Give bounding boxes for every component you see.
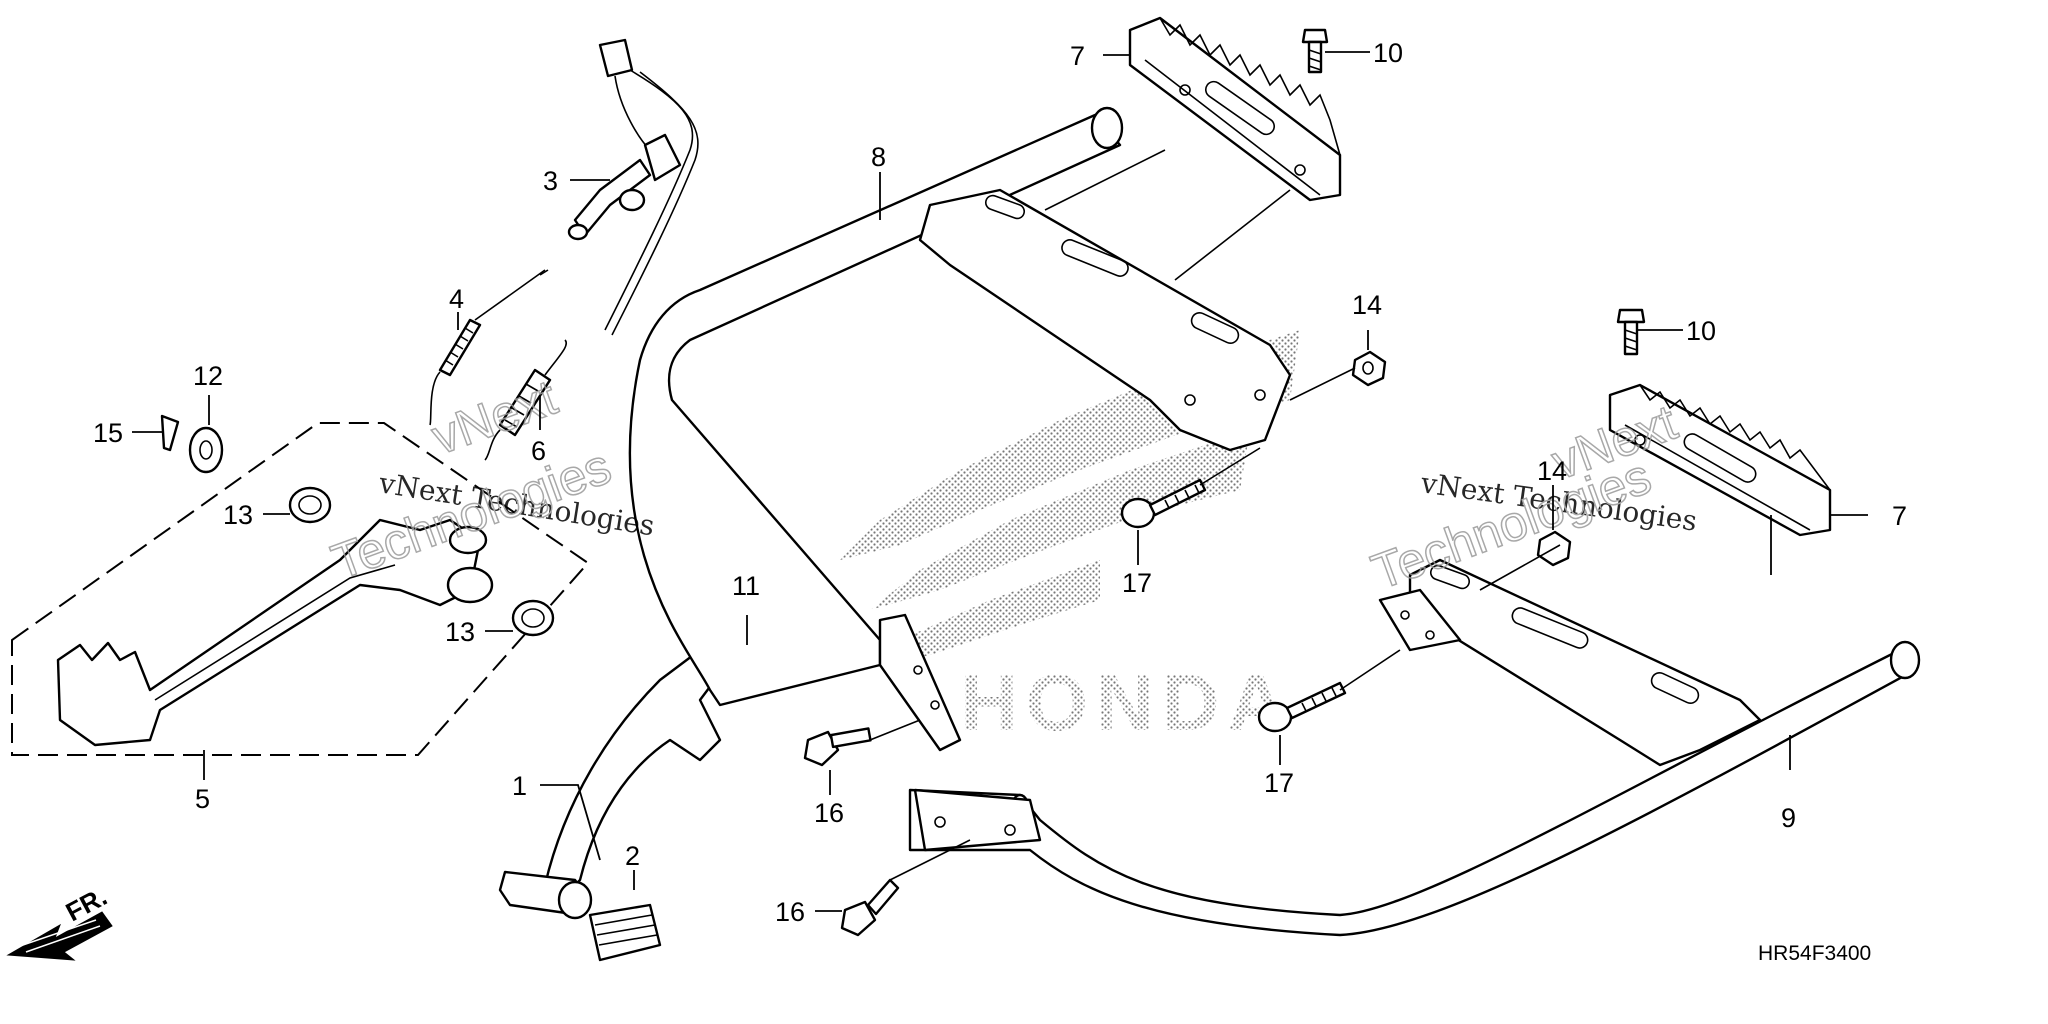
- bolt-17-top: [1120, 478, 1207, 529]
- callout-4: 4: [449, 284, 464, 314]
- callout-15: 15: [93, 418, 123, 448]
- callout-3: 3: [543, 166, 558, 196]
- assembly-guide-lines: [869, 149, 1561, 881]
- honda-wordmark: HONDA: [960, 658, 1293, 747]
- bolt-16-bottom: [840, 878, 900, 937]
- callout-1: 1: [512, 771, 527, 801]
- brake-switch-3: [567, 38, 699, 336]
- callout-16-top: 16: [814, 798, 844, 828]
- bolt-16-top: [803, 727, 872, 767]
- callout-8: 8: [871, 142, 886, 172]
- spring-6: [484, 339, 567, 461]
- callout-10-top: 10: [1373, 38, 1403, 68]
- callout-7-top: 7: [1070, 41, 1085, 71]
- brake-pedal-1: [498, 646, 724, 920]
- step-pipe-9: [908, 558, 1921, 937]
- spring-4: [429, 269, 549, 426]
- callout-13-top: 13: [223, 500, 253, 530]
- callout-9: 9: [1781, 803, 1796, 833]
- step-plate-7-top: [1128, 16, 1342, 202]
- front-direction-arrow-icon: FR.: [6, 881, 113, 961]
- callout-16-bottom: 16: [775, 897, 805, 927]
- nut-14-top: [1351, 350, 1387, 387]
- step-pipe-8: [628, 106, 1292, 752]
- bushing-13-top: [288, 486, 332, 524]
- callout-14-bottom: 14: [1537, 456, 1567, 486]
- callout-5: 5: [195, 784, 210, 814]
- callout-14-top: 14: [1352, 290, 1382, 320]
- callout-2: 2: [625, 841, 640, 871]
- pedal-rubber-2: [588, 903, 662, 962]
- callout-12: 12: [193, 361, 223, 391]
- callout-6: 6: [531, 436, 546, 466]
- callout-10-bottom: 10: [1686, 316, 1716, 346]
- callout-13-bottom: 13: [445, 617, 475, 647]
- callout-labels: 1 2 3 4 5 6 7 7 8 9 10 10 11 12 13 13 14…: [93, 38, 1907, 927]
- callout-17-bottom: 17: [1264, 768, 1294, 798]
- callout-17-top: 17: [1122, 568, 1152, 598]
- diagram-code: HR54F3400: [1758, 942, 1871, 965]
- bushing-13-bottom: [511, 599, 555, 637]
- leader-lines: [132, 51, 1868, 912]
- cotter-pin-15: [160, 414, 180, 452]
- callout-7-bottom: 7: [1892, 501, 1907, 531]
- bolt-10-top: [1301, 28, 1329, 74]
- callout-11: 11: [732, 571, 760, 601]
- brake-pedal-assembly-box: [11, 422, 590, 756]
- step-plate-7-bottom: [1608, 383, 1832, 537]
- bolt-10-bottom: [1616, 308, 1646, 356]
- washer-12: [188, 426, 224, 474]
- bolt-17-bottom: [1257, 681, 1347, 733]
